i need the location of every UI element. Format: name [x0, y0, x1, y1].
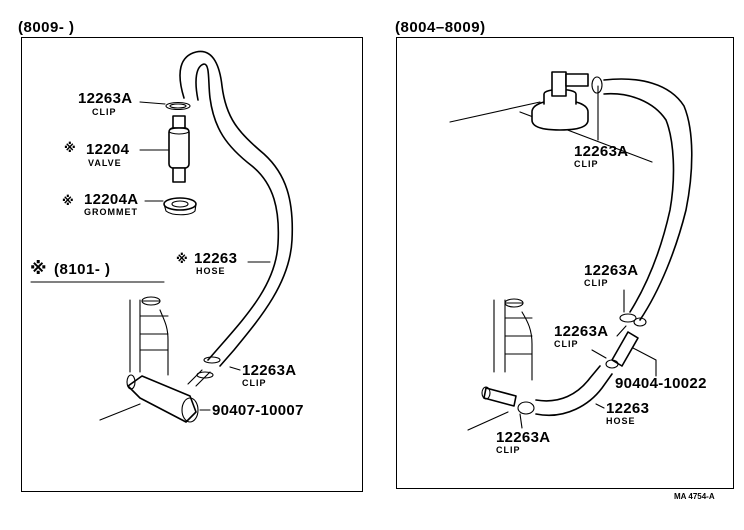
- right-diagram-panel: [396, 37, 734, 489]
- right-clip-mid-number: 12263A: [584, 262, 639, 279]
- right-clip-lower-number: 12263A: [554, 323, 609, 340]
- left-sub-range-mark: ※: [30, 259, 47, 278]
- left-grommet-number: 12204A: [84, 191, 139, 208]
- right-range-label: (8004–8009): [395, 19, 486, 36]
- left-elbow-number: 90407-10007: [212, 402, 304, 419]
- left-hose-mark: ※: [176, 252, 188, 266]
- right-hose-name: HOSE: [606, 416, 636, 426]
- left-valve-number: 12204: [86, 141, 130, 158]
- left-clip-bottom-name: CLIP: [242, 378, 267, 388]
- left-hose-number: 12263: [194, 250, 238, 267]
- left-grommet-name: GROMMET: [84, 207, 138, 217]
- right-clip-bottom-number: 12263A: [496, 429, 551, 446]
- drawing-reference-code: MA 4754-A: [674, 492, 715, 501]
- left-clip-top-name: CLIP: [92, 107, 117, 117]
- left-clip-top-number: 12263A: [78, 90, 133, 107]
- right-clip-top-number: 12263A: [574, 143, 629, 160]
- left-clip-bottom-number: 12263A: [242, 362, 297, 379]
- right-clip-lower-name: CLIP: [554, 339, 579, 349]
- right-clip-mid-name: CLIP: [584, 278, 609, 288]
- left-grommet-mark: ※: [62, 194, 74, 208]
- left-valve-name: VALVE: [88, 158, 122, 168]
- left-hose-name: HOSE: [196, 266, 226, 276]
- left-diagram-panel: [21, 37, 363, 492]
- left-valve-mark: ※: [64, 141, 76, 155]
- left-sub-range-label: (8101- ): [54, 261, 111, 278]
- right-clip-top-name: CLIP: [574, 159, 599, 169]
- left-range-label: (8009- ): [18, 19, 75, 36]
- right-hose-number: 12263: [606, 400, 650, 417]
- right-clip-bottom-name: CLIP: [496, 445, 521, 455]
- right-pipe-number: 90404-10022: [615, 375, 707, 392]
